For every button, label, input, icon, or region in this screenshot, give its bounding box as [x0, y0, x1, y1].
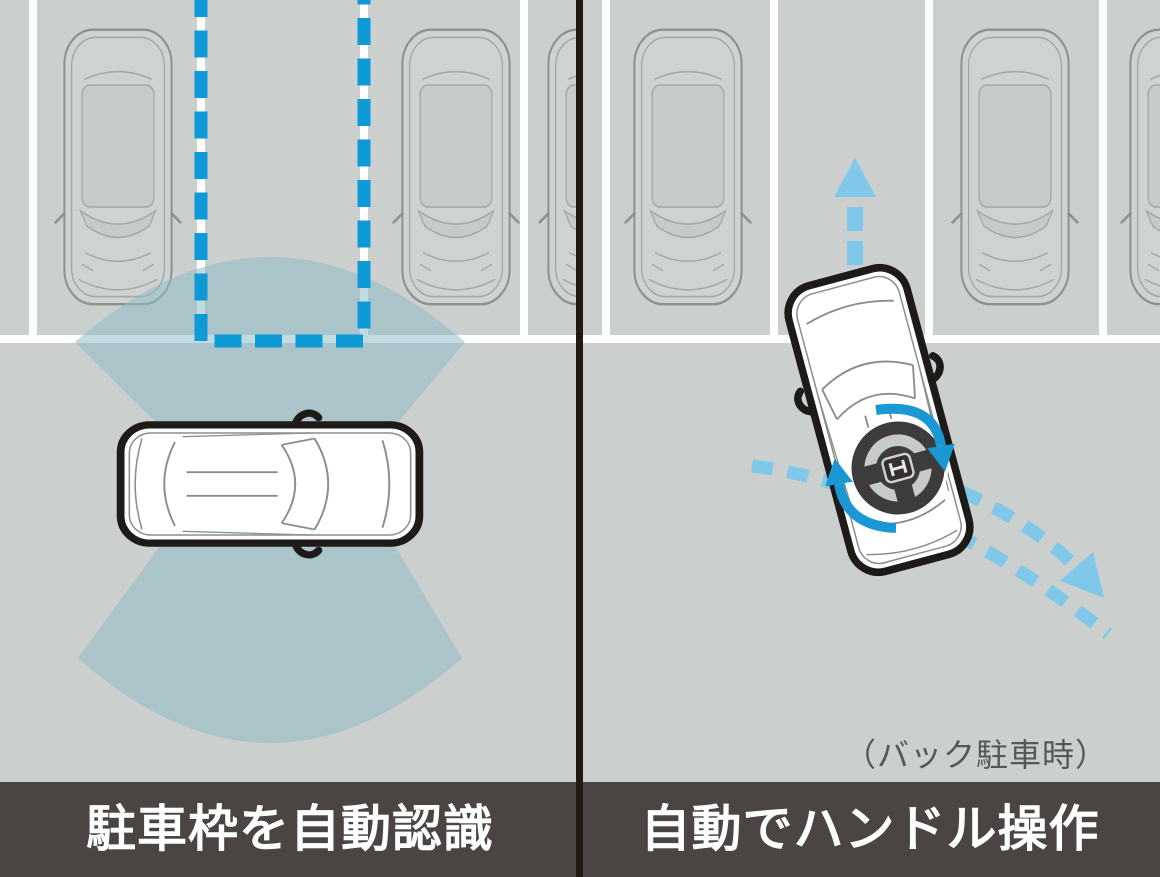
parking-frame-dashes — [194, 0, 371, 348]
caption-left: 駐車枠を自動認識 — [86, 801, 494, 857]
panel-divider — [576, 0, 583, 877]
stall-line — [360, 0, 368, 343]
parked-car — [950, 28, 1080, 306]
parked-car — [53, 28, 183, 306]
steering-arrow-cw-icon — [927, 443, 955, 472]
steering-rotation-arrows — [825, 403, 955, 533]
ego-car-left — [121, 413, 420, 555]
reverse-path-arrow-icon — [1059, 551, 1104, 598]
note-back-parking: （バック駐車時） — [843, 737, 1108, 773]
stall-line — [770, 0, 778, 343]
sensor-cone-rear — [78, 546, 462, 743]
parked-car — [623, 28, 753, 306]
left-panel — [0, 0, 576, 743]
parked-car — [391, 28, 521, 306]
reverse-path-curve-inner — [925, 471, 1083, 574]
stall-line — [29, 0, 37, 343]
stall-line — [1099, 0, 1107, 343]
stall-line — [520, 0, 528, 343]
steering-arrow-ccw-icon — [825, 458, 853, 487]
caption-right: 自動でハンドル操作 — [640, 801, 1100, 857]
stall-line — [602, 0, 610, 343]
right-panel — [583, 0, 1160, 640]
stall-line — [925, 0, 933, 343]
steering-wheel — [848, 418, 948, 518]
